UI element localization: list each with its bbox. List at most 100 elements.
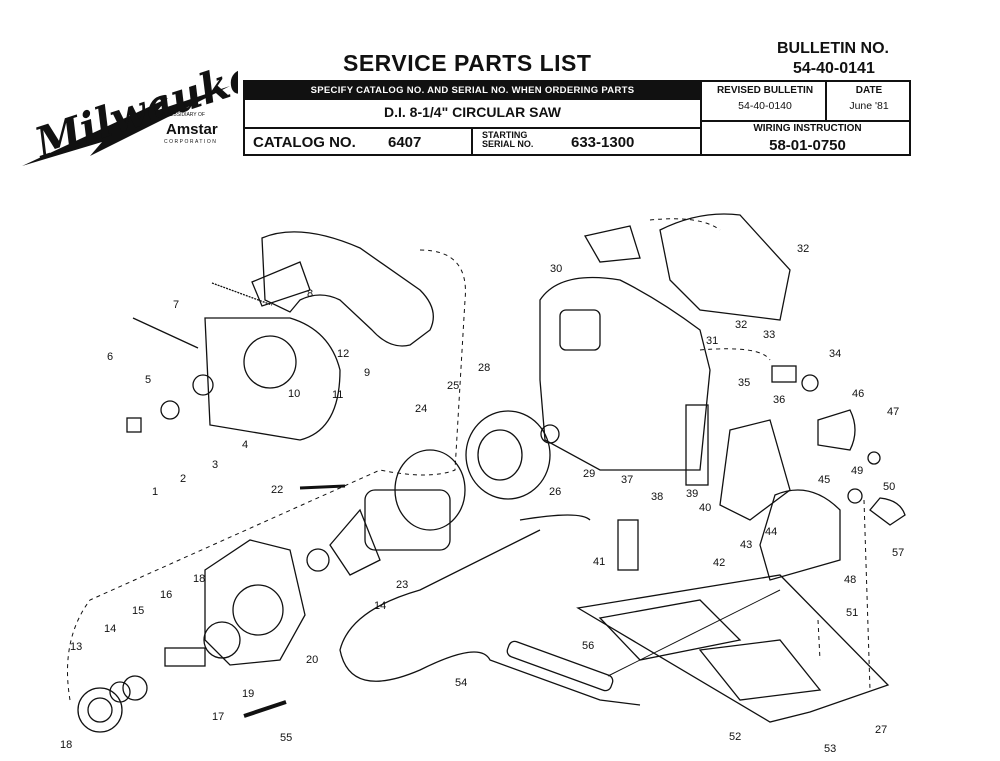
- part-label: 9: [364, 367, 370, 379]
- part-label: 51: [846, 607, 858, 619]
- part-label: 52: [729, 731, 741, 743]
- header-info-box: SPECIFY CATALOG NO. AND SERIAL NO. WHEN …: [243, 80, 911, 156]
- part-label: 42: [713, 557, 725, 569]
- part-label: 15: [132, 605, 144, 617]
- part-label: 2: [180, 473, 186, 485]
- wiring-instruction-number: 58-01-0750: [769, 137, 846, 154]
- date-label: DATE: [855, 85, 883, 96]
- knob-46: [817, 409, 856, 451]
- nameplate: [251, 261, 311, 307]
- washer-49: [847, 488, 863, 504]
- field: [465, 410, 551, 500]
- revised-bulletin-label: REVISED BULLETIN: [716, 85, 814, 96]
- part-label: 46: [852, 388, 864, 400]
- part-label: 12: [337, 348, 349, 360]
- bevel-bracket: [759, 489, 841, 581]
- part-label: 22: [271, 484, 283, 496]
- power-cord: [339, 514, 641, 706]
- part-label: 20: [306, 654, 318, 666]
- guard-plate: [204, 317, 341, 441]
- starting-serial-number: 633-1300: [571, 134, 635, 151]
- part-label: 30: [550, 263, 562, 275]
- divider: [700, 82, 702, 156]
- date-value: June '81: [849, 100, 889, 112]
- part-label: 38: [651, 491, 663, 503]
- part-label: 56: [582, 640, 594, 652]
- knob-50: [869, 497, 906, 526]
- handle-cover: [659, 213, 791, 321]
- part-label: 8: [307, 288, 313, 300]
- brush-cap-34: [801, 374, 819, 392]
- part-label: 55: [280, 732, 292, 744]
- part-label: 50: [883, 481, 895, 493]
- part-label: 23: [396, 579, 408, 591]
- divider: [700, 120, 911, 122]
- spring: [211, 282, 273, 306]
- part-label: 35: [738, 377, 750, 389]
- product-name: D.I. 8-1/4" CIRCULAR SAW: [384, 104, 561, 120]
- part-label: 1: [152, 486, 158, 498]
- starting-serial-label-line1: STARTING: [482, 130, 528, 140]
- bearing-14b: [306, 548, 330, 572]
- switch: [583, 225, 641, 263]
- depth-adjust-bracket: [719, 419, 791, 521]
- part-label: 24: [415, 403, 427, 415]
- armature: [364, 489, 451, 551]
- part-label: 32: [797, 243, 809, 255]
- part-label: 6: [107, 351, 113, 363]
- part-label: 47: [887, 406, 899, 418]
- logo-subsidiary-text: A SUBSIDIARY OF: [162, 112, 205, 118]
- depth-bracket: [617, 519, 639, 571]
- part-label: 40: [699, 502, 711, 514]
- bearing-15: [122, 675, 148, 701]
- part-label: 14: [374, 600, 386, 612]
- assembly-line: [67, 249, 466, 701]
- upper-guard: [261, 231, 434, 347]
- part-label: 31: [706, 335, 718, 347]
- nut-47: [867, 451, 881, 465]
- logo-parent-subtitle: CORPORATION: [164, 139, 217, 145]
- part-label: 54: [455, 677, 467, 689]
- starting-serial-label-line2: SERIAL NO.: [482, 139, 534, 149]
- bulletin-label: BULLETIN NO.: [777, 40, 889, 57]
- gear-case: [204, 539, 306, 666]
- part-label: 18: [60, 739, 72, 751]
- part-label: 45: [818, 474, 830, 486]
- part-label: 53: [824, 743, 836, 755]
- ordering-instruction-bar: SPECIFY CATALOG NO. AND SERIAL NO. WHEN …: [245, 82, 700, 100]
- bearing: [540, 424, 560, 444]
- part-label: 27: [875, 724, 887, 736]
- terminal-plate: [685, 404, 709, 486]
- part-label: 33: [763, 329, 775, 341]
- page-title: SERVICE PARTS LIST: [343, 50, 592, 76]
- milwaukee-logo: Milwaukee A SUBSIDIARY OF Amstar CORPORA…: [22, 42, 238, 168]
- fan: [329, 508, 381, 576]
- shoe-plate: [576, 574, 890, 723]
- divider: [825, 82, 827, 120]
- bearing-retainer: [77, 687, 123, 733]
- part-label: 16: [160, 589, 172, 601]
- part-label: 43: [740, 539, 752, 551]
- part-labels: 1 2 3 4 5 6 7 8 9 10 11 12 13 14 14 15 1…: [60, 243, 904, 755]
- part-label: 36: [773, 394, 785, 406]
- part-label: 29: [583, 468, 595, 480]
- part-label: 3: [212, 459, 218, 471]
- handle-grip: [559, 309, 601, 351]
- pin-55: [243, 700, 287, 718]
- bulletin-number: 54-40-0141: [793, 60, 875, 77]
- screw: [126, 417, 142, 433]
- part-label: 11: [332, 389, 343, 401]
- revised-bulletin-number: 54-40-0140: [738, 100, 792, 112]
- motor-housing: [539, 276, 711, 471]
- part-label: 14: [104, 623, 116, 635]
- part-label: 49: [851, 465, 863, 477]
- gear: [203, 621, 241, 659]
- part-label: 37: [621, 474, 633, 486]
- wiring-instruction-label: WIRING INSTRUCTION: [753, 123, 862, 134]
- part-label: 10: [288, 388, 300, 400]
- screw-22: [299, 484, 346, 490]
- part-label: 48: [844, 574, 856, 586]
- brush-33: [771, 365, 797, 383]
